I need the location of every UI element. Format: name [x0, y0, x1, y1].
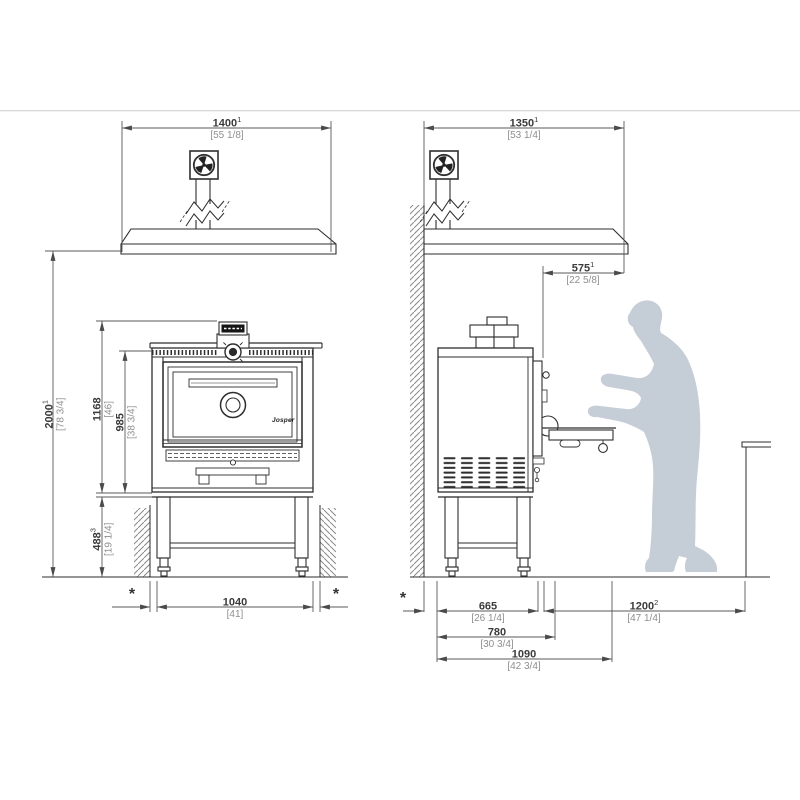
front-wall-hatch-right: [319, 505, 336, 577]
dim-depth-with-shelf-label: 1090 [42 3/4]: [507, 648, 541, 673]
front-extraction-fan-icon: [189, 150, 219, 180]
side-stand: [438, 496, 533, 577]
side-extraction-fan-icon: [429, 150, 459, 180]
dim-depth-with-door-label: 780 [30 3/4]: [480, 626, 514, 651]
counter-profile: [741, 441, 771, 577]
side-door-mechanism: [532, 360, 616, 483]
front-firebox-drawer: [152, 467, 313, 489]
front-stand: [152, 496, 313, 577]
dim-floor-to-hood-label: 20001 [78 3/4]: [40, 397, 67, 432]
dimension-lines: [45, 121, 746, 662]
clearance-asterisk-front-right: *: [332, 586, 340, 603]
dim-hood-width-front-label: 14001 [55 1/8]: [210, 115, 244, 142]
door-vent-slot: [188, 378, 278, 388]
front-oven: [149, 321, 323, 493]
side-oven-body: [437, 347, 534, 493]
front-door: [162, 361, 303, 448]
work-shelf: [548, 429, 614, 441]
front-chimney-damper: [216, 321, 250, 362]
side-duct-break-icon: [419, 198, 471, 227]
side-wall-hatch: [410, 205, 425, 577]
front-grease-tray: [165, 449, 300, 466]
chef-silhouette: [587, 300, 717, 572]
dim-oven-body-height-label: 985 [38 3/4]: [114, 405, 138, 440]
dim-hood-width-side-label: 13501 [53 1/4]: [507, 115, 541, 142]
dim-working-clearance-label: 12002 [47 1/4]: [627, 598, 661, 625]
side-view: [410, 150, 771, 578]
side-vent-grilles: [443, 456, 529, 490]
clearance-asterisk-side: *: [399, 590, 407, 607]
dim-oven-depth-label: 665 [26 1/4]: [471, 600, 505, 625]
door-handle: [219, 391, 247, 419]
dim-stand-height-label: 4883 [19 1/4]: [88, 522, 115, 557]
front-hood: [120, 228, 337, 255]
dim-hood-overhang-label: 5751 [22 5/8]: [566, 260, 600, 287]
door-handle-side: [598, 443, 608, 453]
front-duct-break-icon: [179, 198, 231, 227]
door-brand-logo: Josper: [272, 417, 295, 424]
front-wall-hatch-left: [134, 505, 151, 577]
side-chimney: [469, 316, 519, 349]
dim-oven-width-label: 1040 [41]: [222, 596, 248, 621]
page-divider-line: [0, 110, 800, 111]
clearance-asterisk-front-left: *: [128, 586, 136, 603]
side-hood: [423, 228, 629, 255]
front-view: [42, 150, 348, 578]
